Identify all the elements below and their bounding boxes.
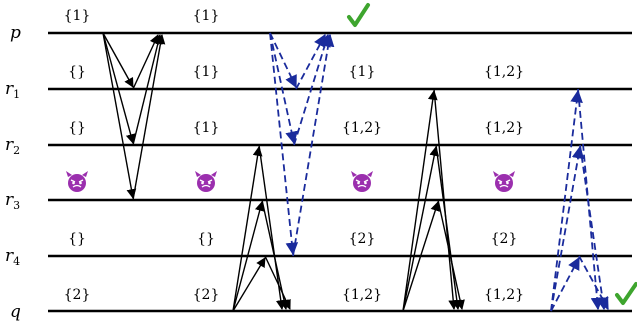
message-arrow: [102, 32, 137, 199]
devil-face-icon: [66, 171, 88, 192]
message-arrow: [402, 201, 440, 312]
row-label-r1: r1: [5, 79, 20, 101]
row-label-q: q: [10, 302, 21, 322]
devil-face-icon: [195, 171, 217, 192]
check-mark-icon: [615, 282, 637, 305]
message-arrow: [295, 33, 326, 90]
message-arrow: [435, 144, 462, 310]
row-label-r4: r4: [5, 246, 20, 268]
set-label-p-1: {1}: [64, 8, 91, 24]
set-label-r1-3: {1}: [349, 64, 376, 80]
devil-face-icon: [493, 171, 515, 192]
message-arrow: [269, 32, 297, 89]
set-label-r1-2: {1}: [193, 64, 220, 80]
message-arrow: [550, 256, 580, 312]
message-arrow: [579, 144, 609, 311]
message-arrow: [437, 199, 465, 310]
set-label-r2-2: {1}: [193, 120, 220, 136]
message-arrow: [293, 33, 331, 146]
message-arrow: [433, 88, 459, 310]
timelines: [48, 31, 632, 313]
row-label-r2: r2: [5, 135, 20, 157]
row-label-r3: r3: [5, 190, 20, 212]
success-markers: [347, 3, 637, 305]
message-arrow: [102, 32, 134, 88]
message-arrow: [292, 33, 335, 257]
message-arrow: [232, 201, 265, 312]
message-arrows-phase5: [550, 88, 609, 312]
set-label-r2-4: {1,2}: [484, 120, 524, 136]
set-label-r2-3: {1,2}: [342, 120, 382, 136]
message-arrow: [402, 146, 440, 312]
set-label-r4-1: {}: [68, 231, 86, 247]
message-arrow: [264, 255, 291, 310]
message-arrows-phase2: [269, 32, 335, 257]
set-label-q-3: {1,2}: [342, 287, 382, 303]
message-arrow: [578, 255, 609, 311]
check-mark-icon: [347, 3, 370, 27]
set-label-r2-1: {}: [68, 120, 86, 136]
message-arrows-phase1: [102, 32, 166, 201]
set-labels: {1} {1} {} {1} {1} {1,2} {} {1} {1,2} {1…: [64, 8, 524, 303]
message-arrow: [132, 34, 163, 146]
devil-face-icon: [351, 171, 373, 192]
message-arrow: [577, 88, 604, 311]
row-labels: p r1 r2 r3 r4 q: [5, 23, 21, 322]
set-label-r4-4: {2}: [491, 231, 518, 247]
set-label-r1-4: {1,2}: [484, 64, 524, 80]
set-label-r1-1: {}: [68, 64, 86, 80]
message-arrow: [232, 146, 263, 312]
byzantine-markers: [66, 171, 515, 192]
message-arrow: [550, 145, 585, 312]
message-arrow: [232, 257, 266, 312]
message-arrow: [102, 32, 136, 144]
set-label-r4-2: {}: [197, 231, 215, 247]
row-label-p: p: [10, 23, 21, 43]
message-arrow: [269, 32, 299, 256]
message-arrow: [402, 90, 438, 312]
set-label-q-2: {2}: [193, 287, 220, 303]
set-label-p-2: {1}: [193, 8, 220, 24]
message-arrow: [132, 34, 166, 201]
set-label-r4-3: {2}: [349, 231, 376, 247]
message-arrow: [550, 89, 583, 312]
message-arrows-phase3: [232, 144, 291, 312]
message-arrow: [258, 144, 286, 310]
set-label-q-1: {2}: [64, 287, 91, 303]
message-arrows-phase4: [402, 88, 465, 312]
message-arrow: [269, 32, 298, 145]
set-label-q-4: {1,2}: [484, 287, 524, 303]
